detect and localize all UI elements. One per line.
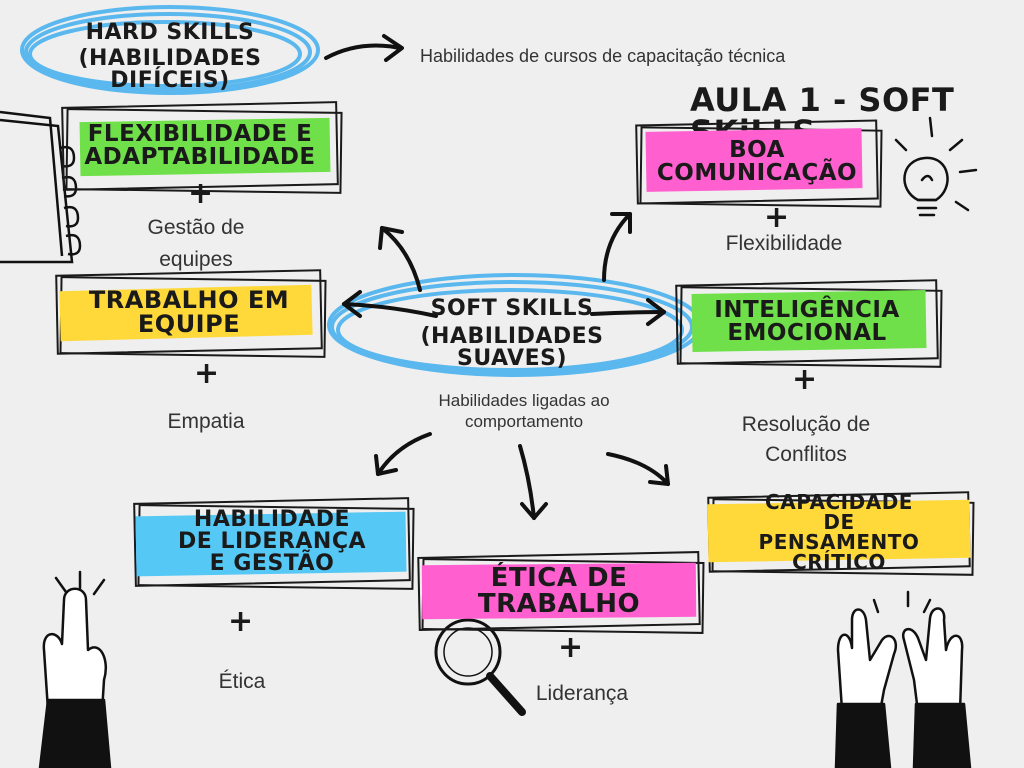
arrow-to-comunicacao bbox=[602, 212, 632, 282]
soft-skills-description-line1: Habilidades ligadas ao bbox=[438, 391, 610, 410]
plus-sign-1: + bbox=[188, 176, 214, 211]
soft-skills-title-line2: (HABILIDADES SUAVES) bbox=[420, 324, 604, 371]
arrows bbox=[324, 34, 670, 520]
arrow-to-inteligencia bbox=[590, 298, 666, 326]
plus-text-lideranca: Liderança bbox=[535, 682, 629, 705]
skill-box-flexibilidade: FLEXIBILIDADE E ADAPTABILIDADE bbox=[61, 101, 343, 194]
plus-text-empatia: Empatia bbox=[167, 410, 245, 433]
skill-box-trabalho-equipe: TRABALHO EM EQUIPE bbox=[55, 269, 327, 358]
soft-skills-description-line2: comportamento bbox=[464, 412, 584, 432]
lightbulb-icon bbox=[894, 116, 978, 217]
skill-label-comunicacao: BOA COMUNICAÇÃO bbox=[656, 137, 858, 186]
raised-hands-icon bbox=[834, 590, 972, 768]
plus-text-gestao-equipes: Gestão de equipes bbox=[147, 216, 245, 271]
notebook-icon bbox=[0, 110, 82, 264]
soft-skills-title-line1: SOFT SKILLS bbox=[430, 296, 594, 321]
skill-label-lideranca: HABILIDADE DE LIDERANÇA E GESTÃO bbox=[178, 507, 366, 576]
hard-skills-title-line1: HARD SKILLS bbox=[85, 20, 255, 45]
skill-box-etica-trabalho: ÉTICA DE TRABALHO bbox=[417, 551, 705, 634]
skill-label-etica-trabalho: ÉTICA DE TRABALHO bbox=[477, 563, 641, 619]
plus-sign-2: + bbox=[194, 356, 220, 391]
plus-sign-4: + bbox=[792, 362, 818, 397]
plus-sign-5: + bbox=[228, 604, 254, 639]
skill-box-comunicacao: BOA COMUNICAÇÃO bbox=[635, 119, 883, 208]
plus-sign-6: + bbox=[558, 630, 584, 665]
skill-box-lideranca: HABILIDADE DE LIDERANÇA E GESTÃO bbox=[133, 497, 415, 590]
skill-label-pensamento: CAPACIDADE DE PENSAMENTO CRÍTICO bbox=[758, 490, 920, 574]
soft-skills-title: SOFT SKILLS (HABILIDADES SUAVES) bbox=[372, 298, 652, 370]
hard-skills-ellipse bbox=[20, 5, 320, 95]
soft-skills-description: Habilidades ligadas ao comportamento bbox=[392, 390, 656, 433]
arrow-hard-to-desc bbox=[324, 34, 404, 62]
skill-label-flexibilidade: FLEXIBILIDADE E ADAPTABILIDADE bbox=[84, 121, 316, 170]
skill-box-inteligencia: INTELIGÊNCIA EMOCIONAL bbox=[675, 279, 943, 368]
hard-skills-title: HARD SKILLS (HABILIDADES DIFÍCEIS) bbox=[40, 22, 300, 92]
arrow-to-trabalho-equipe bbox=[342, 290, 438, 318]
magnifier-icon bbox=[434, 618, 526, 716]
skill-label-inteligencia: INTELIGÊNCIA EMOCIONAL bbox=[714, 297, 900, 346]
plus-sign-3: + bbox=[764, 200, 790, 235]
skill-label-trabalho-equipe: TRABALHO EM EQUIPE bbox=[88, 286, 290, 338]
plus-text-flexibilidade: Flexibilidade bbox=[725, 232, 843, 255]
arrow-to-pensamento bbox=[606, 452, 670, 486]
plus-text-resolucao: Resolução de Conflitos bbox=[741, 413, 871, 467]
arrow-to-etica bbox=[518, 444, 548, 520]
plus-text-etica: Ética bbox=[218, 670, 266, 693]
hard-skills-description: Habilidades de cursos de capacitação téc… bbox=[420, 46, 786, 66]
hard-skills-title-line2: (HABILIDADES DIFÍCEIS) bbox=[78, 46, 262, 93]
skill-box-pensamento: CAPACIDADE DE PENSAMENTO CRÍTICO bbox=[707, 490, 975, 576]
arrow-to-lideranca bbox=[374, 432, 432, 476]
arrow-to-flexibilidade bbox=[378, 226, 422, 292]
pointing-hand-icon bbox=[38, 570, 112, 768]
